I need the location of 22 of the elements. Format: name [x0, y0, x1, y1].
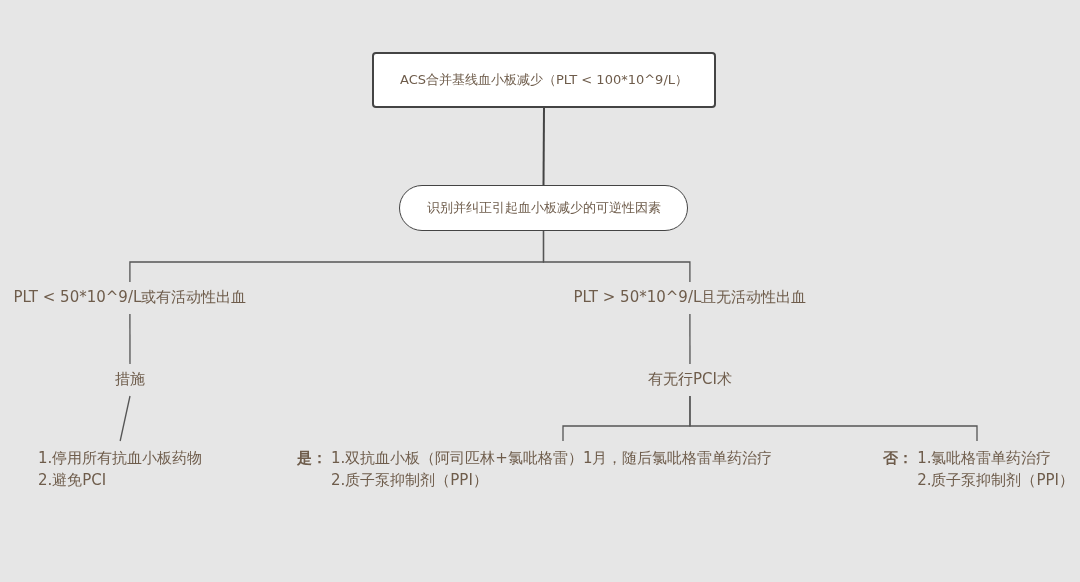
- connector-line: [129, 313, 131, 365]
- condition-label: PLT < 50*10^9/L或有活动性出血: [13, 288, 247, 306]
- connector-line: [689, 313, 691, 365]
- list-item: 2.质子泵抑制剂（PPI）: [331, 470, 489, 491]
- connector-line: [119, 395, 131, 442]
- connector-line: [542, 230, 691, 283]
- list-item: 1.氯吡格雷单药治疗: [917, 448, 1053, 469]
- rounded-box: [399, 185, 688, 231]
- answer-label: 否：: [883, 448, 914, 469]
- list-item: 2.质子泵抑制剂（PPI）: [917, 470, 1074, 491]
- condition-label: 措施: [115, 370, 145, 388]
- list-item: 2.避免PCI: [38, 470, 108, 491]
- condition-label: PLT > 50*10^9/L且无活动性出血: [573, 288, 807, 306]
- box-text: ACS合并基线血小板减少（PLT < 100*10^9/L）: [400, 71, 688, 89]
- condition-label: 有无行PCI术: [648, 370, 732, 388]
- process-box: [372, 52, 716, 108]
- list-item: 1.停用所有抗血小板药物: [38, 448, 203, 469]
- connector-line: [689, 395, 978, 442]
- list-item: 1.双抗血小板（阿司匹林+氯吡格雷）1月，随后氯吡格雷单药治疗: [331, 448, 773, 469]
- connector-line: [542, 107, 545, 186]
- answer-label: 是：: [297, 448, 327, 469]
- box-text: 识别并纠正引起血小板减少的可逆性因素: [426, 199, 661, 217]
